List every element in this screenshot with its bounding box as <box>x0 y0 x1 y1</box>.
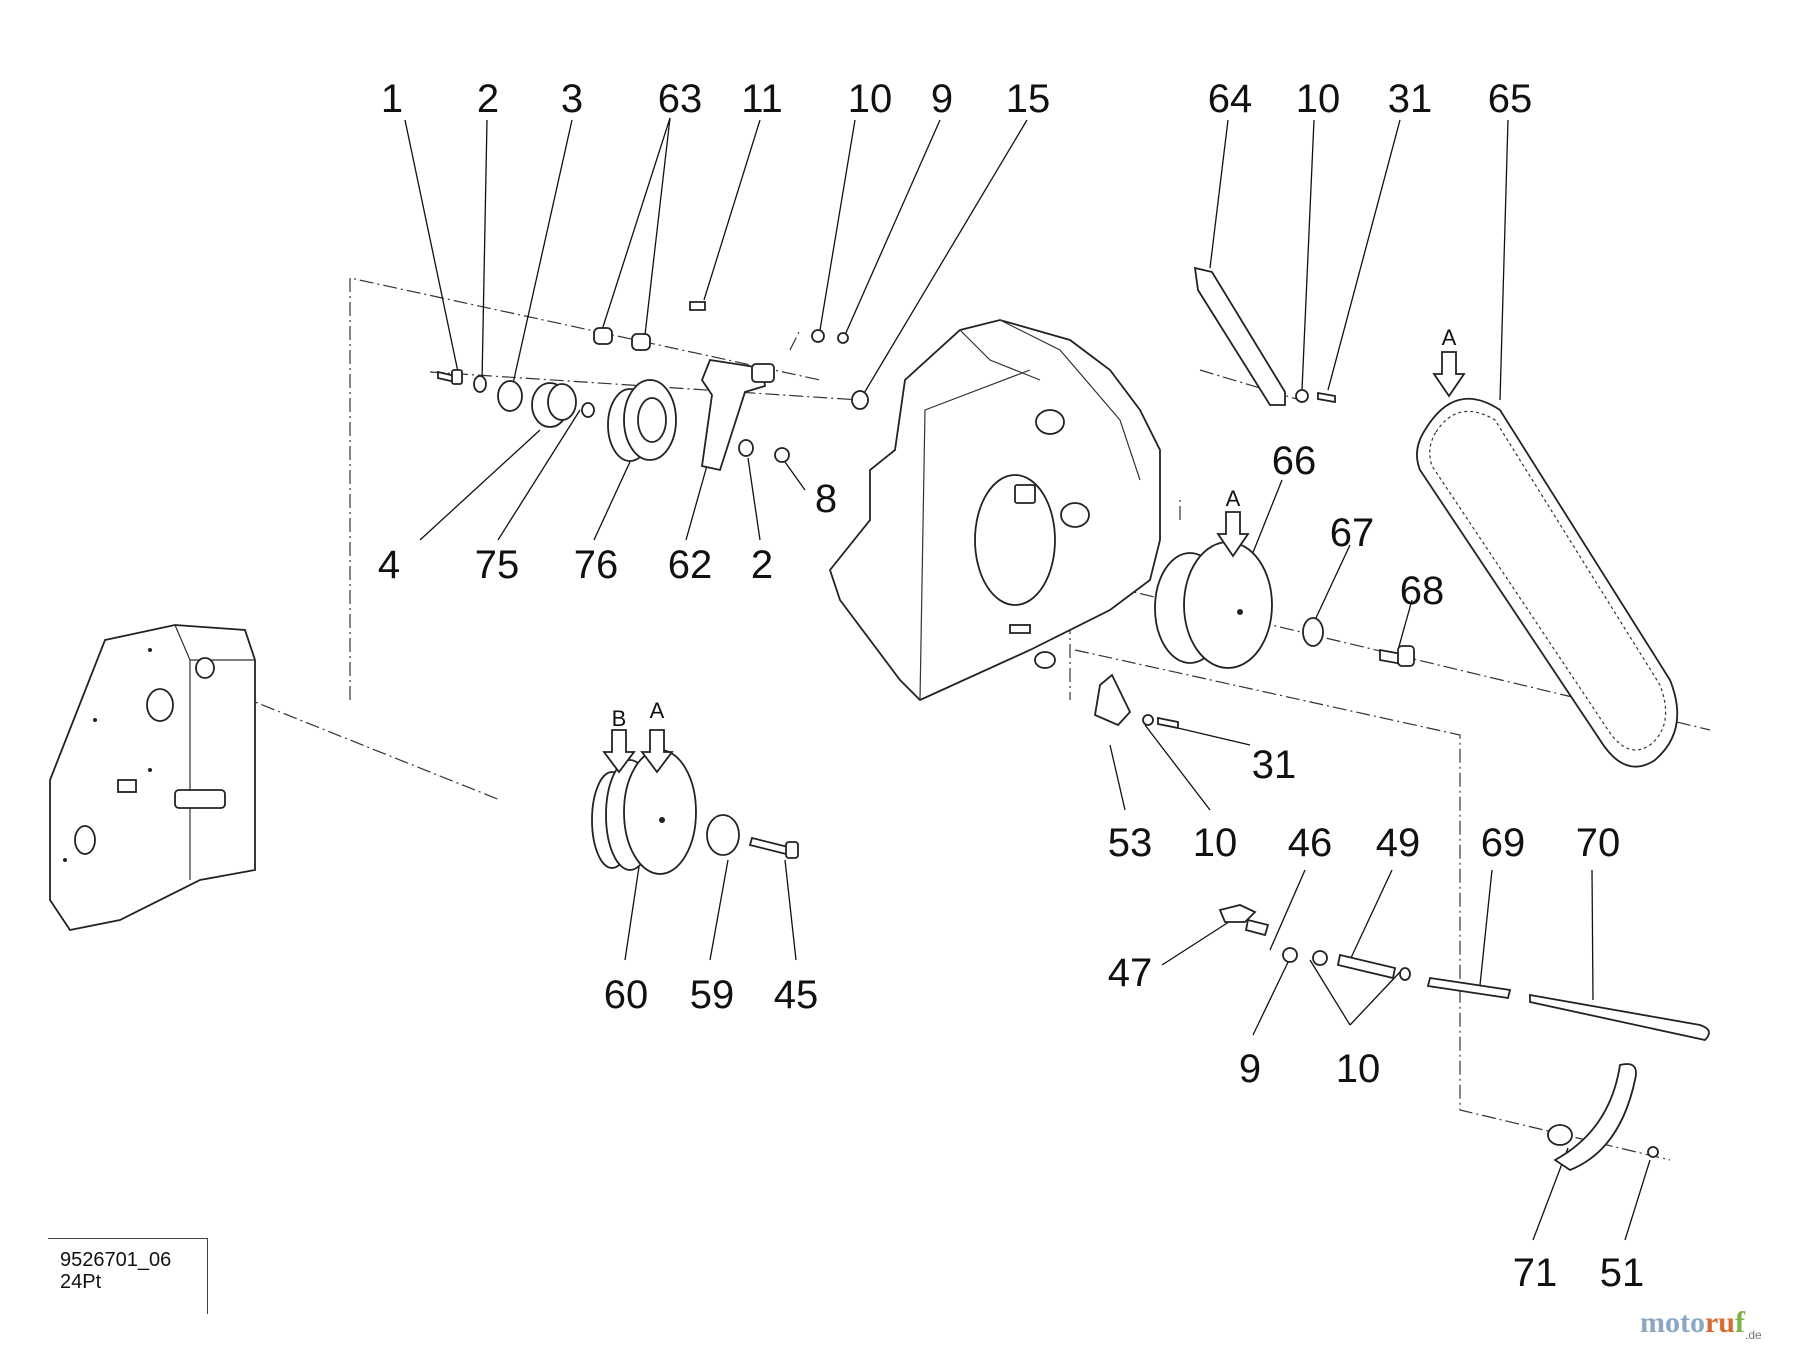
part-number: 51 <box>1600 1251 1645 1295</box>
part-number: 31 <box>1388 77 1433 121</box>
brand-part-3: f <box>1734 1306 1745 1339</box>
part-number-callouts: 1 2 3 63 11 10 9 15 64 10 31 65 66 67 68… <box>378 77 1644 1295</box>
part-number: 66 <box>1272 439 1317 483</box>
arrow-label-a-belt: A <box>1442 325 1457 350</box>
part-number: 3 <box>561 77 583 121</box>
part-number: 8 <box>815 477 837 521</box>
part-number: 69 <box>1481 821 1526 865</box>
part-number: 71 <box>1513 1251 1558 1295</box>
part-number: 10 <box>1193 821 1238 865</box>
drawing-number-stamp: 9526701_06 24Pt <box>48 1238 208 1314</box>
part-number: 62 <box>668 543 713 587</box>
part-number: 59 <box>690 973 735 1017</box>
part-number: 75 <box>475 543 520 587</box>
part-number: 10 <box>1296 77 1341 121</box>
part-number: 47 <box>1108 951 1153 995</box>
part-number: 4 <box>378 543 400 587</box>
part-number: 46 <box>1288 821 1333 865</box>
right-housing <box>828 319 1161 702</box>
motor-pulley-assembly <box>1154 541 1415 669</box>
arrow-a-pulley-icon <box>1216 511 1250 558</box>
arrow-label-a-pulley: A <box>1226 486 1241 511</box>
brand-watermark: motoruf.de <box>1640 1306 1762 1342</box>
brand-part-2: ru <box>1704 1306 1735 1339</box>
part-number: 63 <box>658 77 703 121</box>
brand-tld: .de <box>1744 1328 1762 1342</box>
part-number: 9 <box>931 77 953 121</box>
part-number: 2 <box>477 77 499 121</box>
direction-arrows: B A A A <box>602 325 1466 774</box>
part-number: 15 <box>1006 77 1051 121</box>
part-number: 76 <box>574 543 619 587</box>
brand-part-1: moto <box>1640 1306 1705 1339</box>
arrow-label-b: B <box>612 706 627 731</box>
part-number: 45 <box>774 973 819 1017</box>
arrow-label-a-lower: A <box>650 698 665 723</box>
clip-bracket <box>1093 673 1179 730</box>
part-number: 70 <box>1576 821 1621 865</box>
left-housing-plate <box>49 624 256 932</box>
part-number: 10 <box>848 77 893 121</box>
belt-guard-bracket <box>1193 266 1336 406</box>
drawing-scale: 24Pt <box>60 1271 102 1293</box>
part-number: 64 <box>1208 77 1253 121</box>
tension-linkage <box>1218 904 1710 1172</box>
drawing-number: 9526701_06 <box>60 1249 172 1271</box>
part-number: 60 <box>604 973 649 1017</box>
v-belt <box>1416 397 1679 768</box>
part-number: 67 <box>1330 511 1375 555</box>
part-number: 49 <box>1376 821 1421 865</box>
part-number: 10 <box>1336 1047 1381 1091</box>
part-number: 65 <box>1488 77 1533 121</box>
arrow-a-belt-icon <box>1432 351 1466 398</box>
lower-pulley-assembly <box>591 749 799 875</box>
part-number: 11 <box>741 77 783 121</box>
idler-assembly <box>437 301 869 472</box>
part-number: 31 <box>1252 743 1297 787</box>
arrow-a-lower-icon <box>640 729 674 774</box>
part-number: 9 <box>1239 1047 1261 1091</box>
leader-lines <box>404 117 1651 1241</box>
part-number: 2 <box>751 543 773 587</box>
part-number: 53 <box>1108 821 1153 865</box>
arrow-b-icon <box>602 729 636 774</box>
part-number: 1 <box>381 77 403 121</box>
part-number: 68 <box>1400 569 1445 613</box>
